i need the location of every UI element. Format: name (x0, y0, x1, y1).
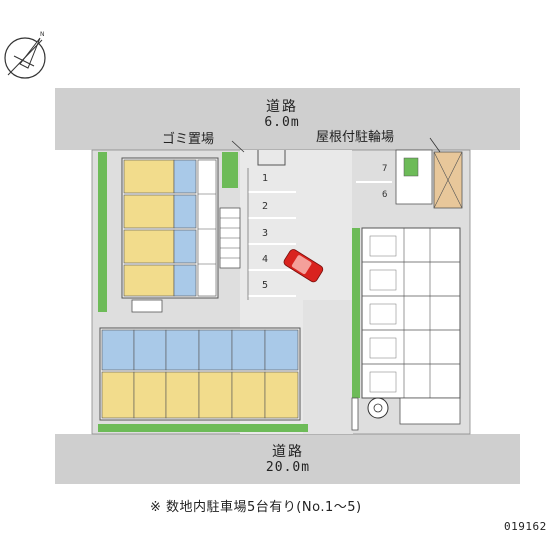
parking-slot-5: 5 (262, 280, 269, 291)
green-strip-right (352, 228, 360, 398)
garbage-label: ゴミ置場 (162, 132, 215, 147)
bottom-road-width: 20.0m (265, 460, 311, 475)
top-road-name: 道路 (266, 99, 298, 115)
green-strip-bottom (98, 424, 308, 432)
building-upper-left (121, 157, 219, 299)
compass-north-icon: N (4, 31, 46, 79)
green-garbage (222, 152, 238, 188)
parking-lines (248, 181, 392, 297)
bicycle-slot-7: 7 (382, 164, 388, 174)
parking-slot-2: 2 (262, 201, 269, 212)
bicycle-leader (429, 137, 441, 153)
top-road-width: 6.0m (264, 115, 300, 130)
parking-slot-3: 3 (262, 228, 269, 239)
building-right (361, 227, 461, 399)
bicycle-shelter-label: 屋根付駐輪場 (316, 130, 395, 145)
parking-slot-1: 1 (262, 173, 269, 184)
garbage-leader (231, 140, 245, 153)
tree-icon (367, 397, 389, 419)
bicycle-slot-6: 6 (382, 190, 388, 200)
bottom-road-name: 道路 (272, 444, 304, 460)
car-icon (283, 249, 324, 283)
svg-text:N: N (40, 31, 45, 38)
property-code: 019162 (504, 520, 547, 533)
parking-slot-4: 4 (262, 254, 269, 265)
green-strip-left (98, 152, 107, 312)
bottom-road (55, 434, 520, 484)
top-road (55, 88, 520, 150)
parking-footnote: ※ 数地内駐車場5台有り(No.1～5) (150, 500, 362, 515)
building-lower-left (99, 327, 301, 421)
